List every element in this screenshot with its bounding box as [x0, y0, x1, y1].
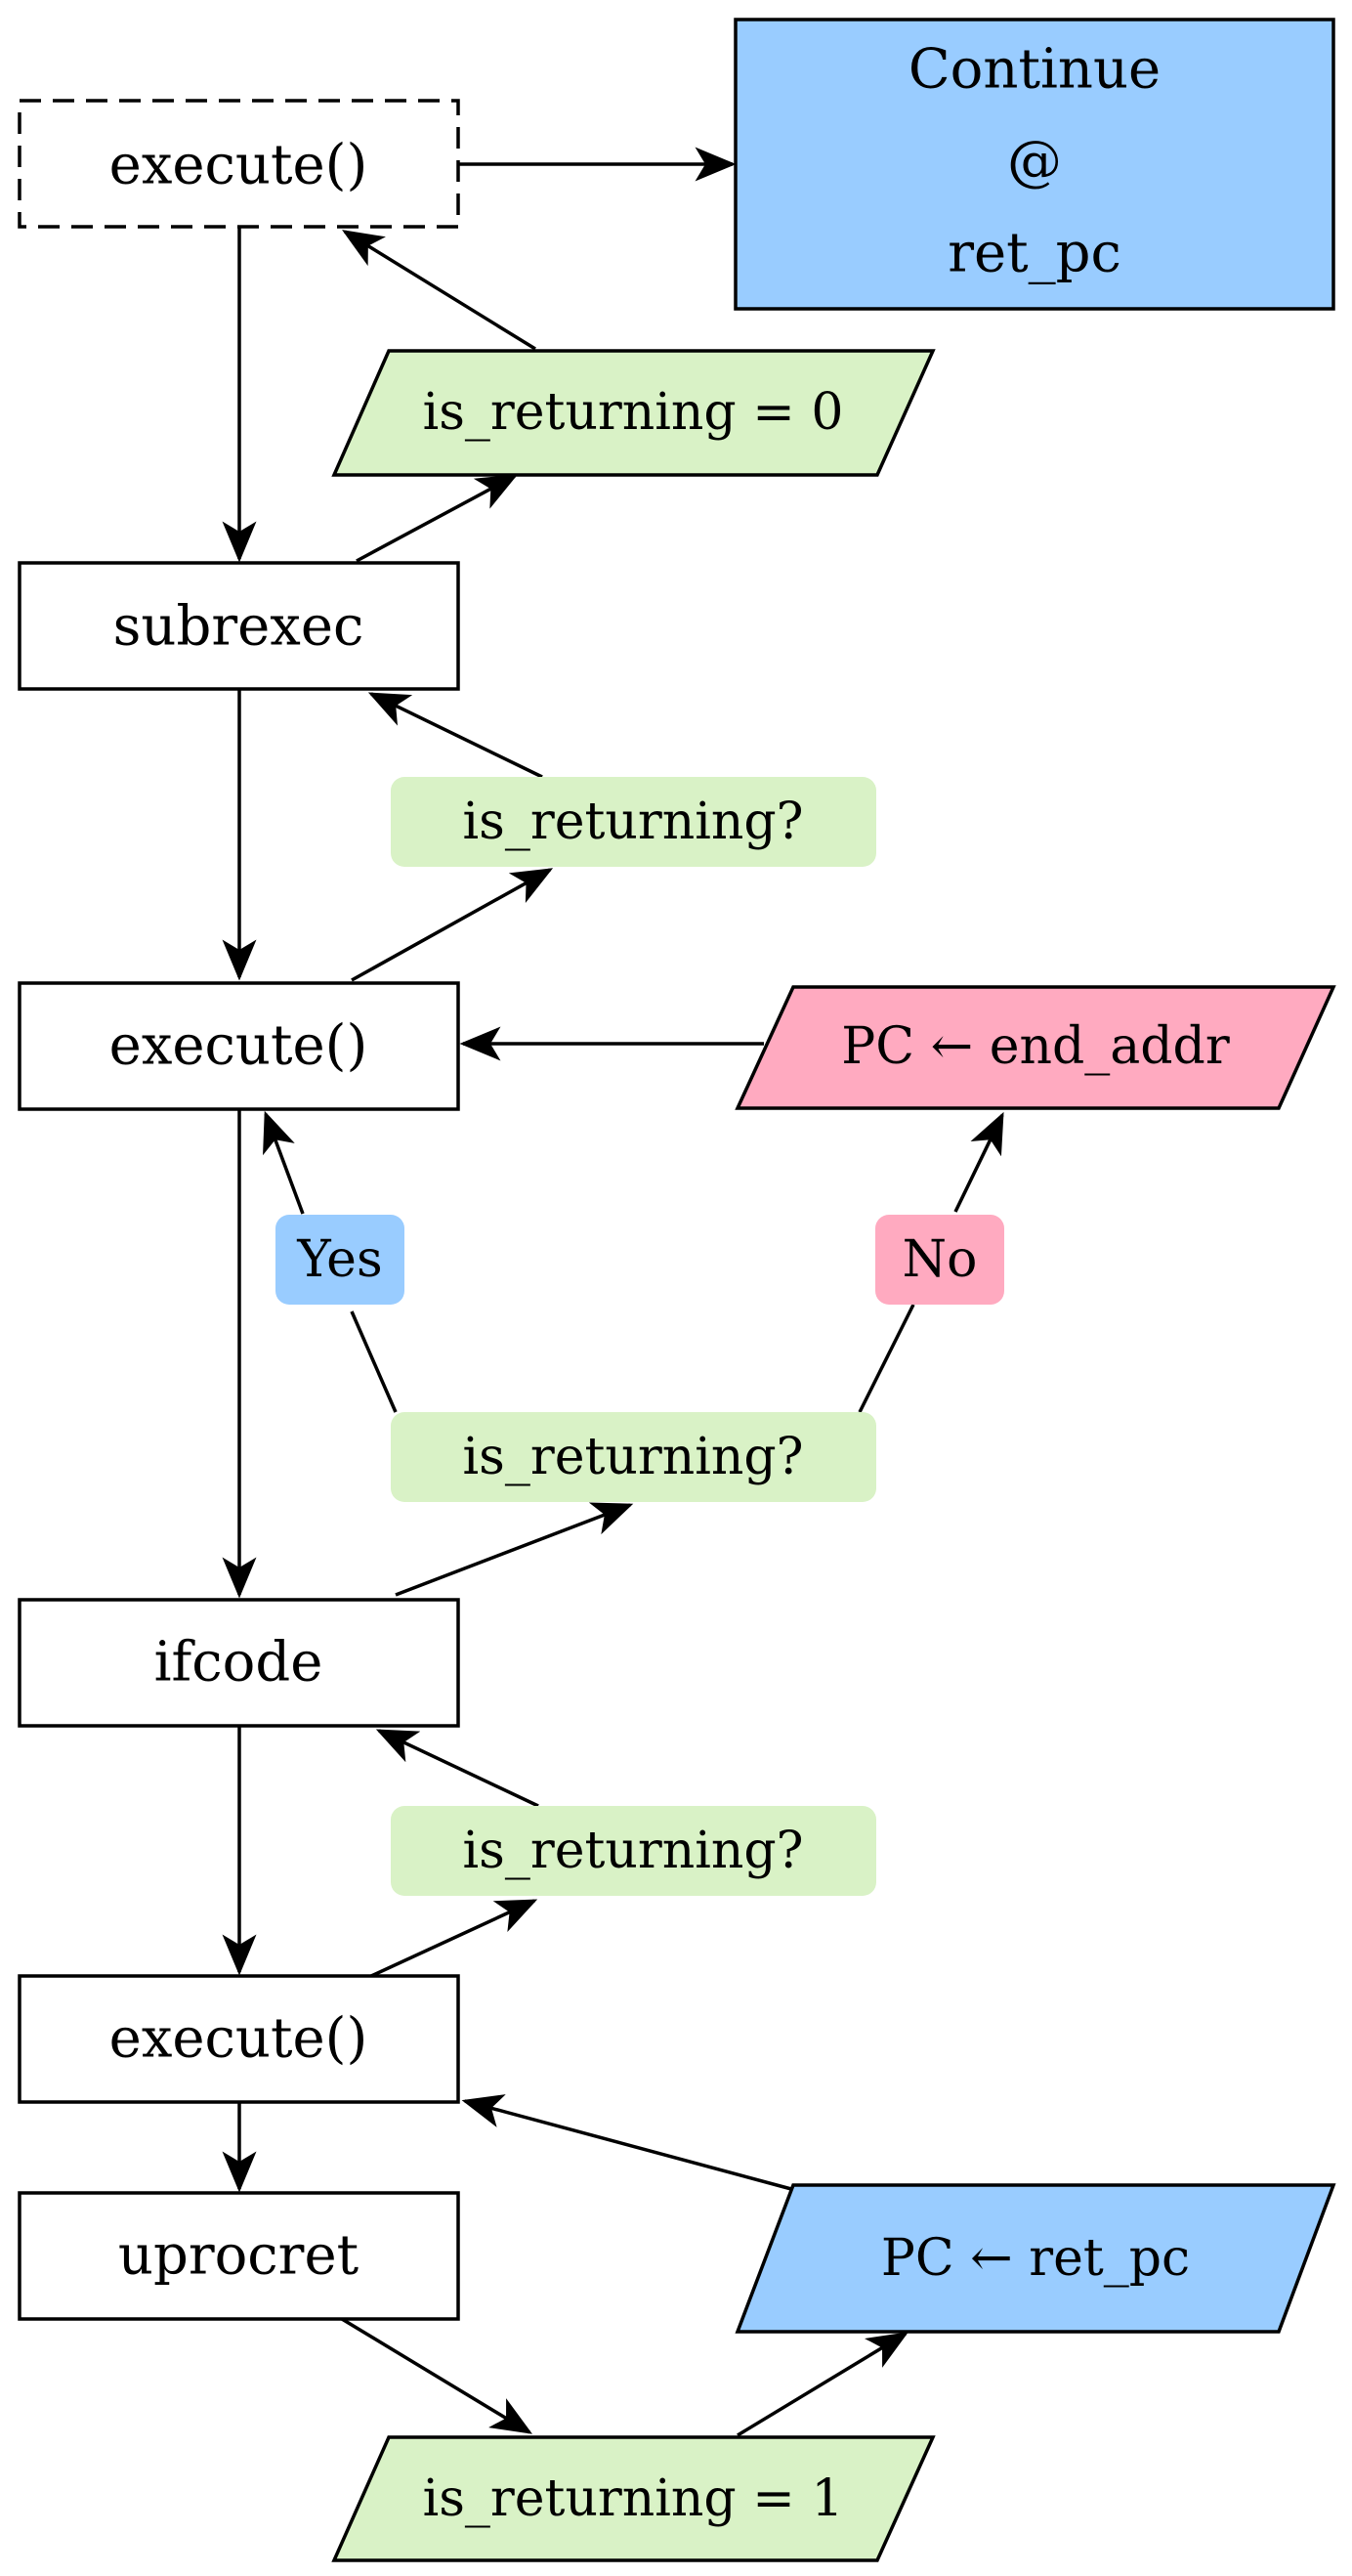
- edge-check2-to-no: [858, 1304, 915, 1413]
- no-label: No: [903, 1230, 978, 1289]
- node-execute-3: execute(): [18, 1974, 460, 2104]
- node-no: No: [875, 1215, 1004, 1305]
- node-is-returning-set1: is_returning = 1: [331, 2435, 936, 2562]
- edge-execute2-to-check1: [351, 868, 554, 982]
- subrexec-label: subrexec: [113, 595, 364, 659]
- node-is-returning-check3: is_returning?: [391, 1806, 876, 1896]
- edge-yes-to-execute2: [263, 1110, 305, 1215]
- edge-pcret-to-execute3: [461, 2094, 792, 2191]
- node-yes: Yes: [275, 1215, 404, 1305]
- edges: [222, 147, 1004, 2437]
- node-uprocret: uprocret: [18, 2191, 460, 2321]
- edge-set0-to-execute: [342, 230, 536, 351]
- continue-at-label: @: [1007, 130, 1062, 193]
- uprocret-label: uprocret: [118, 2224, 359, 2288]
- is-returning-check3-label: is_returning?: [463, 1822, 804, 1880]
- edge-check3-to-ifcode: [375, 1729, 539, 1808]
- edge-check1-to-subrexec: [367, 692, 543, 779]
- is-returning-check2-label: is_returning?: [463, 1428, 804, 1486]
- is-returning-set1-label: is_returning = 1: [423, 2469, 844, 2528]
- node-execute-2: execute(): [18, 981, 460, 1111]
- node-is-returning-check1: is_returning?: [391, 777, 876, 867]
- continue-ret-pc-label: ret_pc: [948, 222, 1121, 285]
- node-is-returning-check2: is_returning?: [391, 1412, 876, 1502]
- pc-ret-pc-label: PC ← ret_pc: [881, 2229, 1190, 2288]
- continue-label: Continue: [908, 38, 1161, 102]
- edge-uprocret-to-set1: [341, 2317, 532, 2434]
- yes-label: Yes: [296, 1230, 382, 1289]
- node-execute-top: execute(): [18, 99, 460, 229]
- node-continue: Continue @ ret_pc: [734, 18, 1335, 311]
- execute-2-label: execute(): [109, 1014, 368, 1078]
- edge-check2-to-yes: [350, 1310, 398, 1413]
- edge-ifcode-to-check2: [395, 1502, 634, 1597]
- edge-no-to-pcend: [953, 1111, 1004, 1213]
- is-returning-check1-label: is_returning?: [463, 793, 804, 851]
- execute-top-label: execute(): [109, 134, 368, 197]
- node-is-returning-set0: is_returning = 0: [331, 349, 936, 477]
- ifcode-label: ifcode: [154, 1631, 323, 1695]
- edge-execute3-to-check3: [370, 1899, 538, 1978]
- node-subrexec: subrexec: [18, 561, 460, 691]
- execute-3-label: execute(): [109, 2007, 368, 2071]
- node-pc-end-addr: PC ← end_addr: [735, 985, 1336, 1110]
- node-pc-ret-pc: PC ← ret_pc: [735, 2183, 1336, 2334]
- pc-end-addr-label: PC ← end_addr: [841, 1017, 1230, 1076]
- node-ifcode: ifcode: [18, 1598, 460, 1728]
- edge-set1-to-pcret: [737, 2332, 908, 2437]
- is-returning-set0-label: is_returning = 0: [423, 383, 844, 442]
- edge-subrexec-to-set0: [356, 474, 519, 563]
